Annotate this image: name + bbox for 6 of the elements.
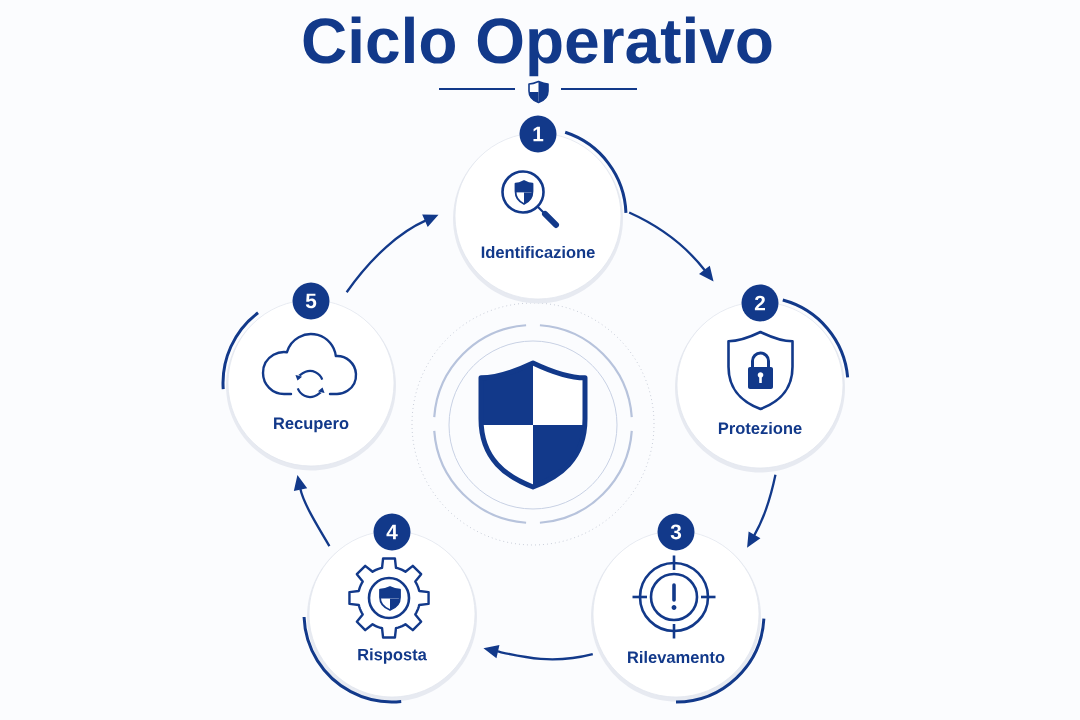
step-number-badge: 2 [741,284,779,322]
title: Ciclo Operativo [303,16,772,77]
step-number-badge: 5 [292,282,330,320]
step-number-badge: 3 [657,513,695,551]
step-number-badge: 1 [519,115,557,153]
step-number-badge: 4 [373,513,411,551]
